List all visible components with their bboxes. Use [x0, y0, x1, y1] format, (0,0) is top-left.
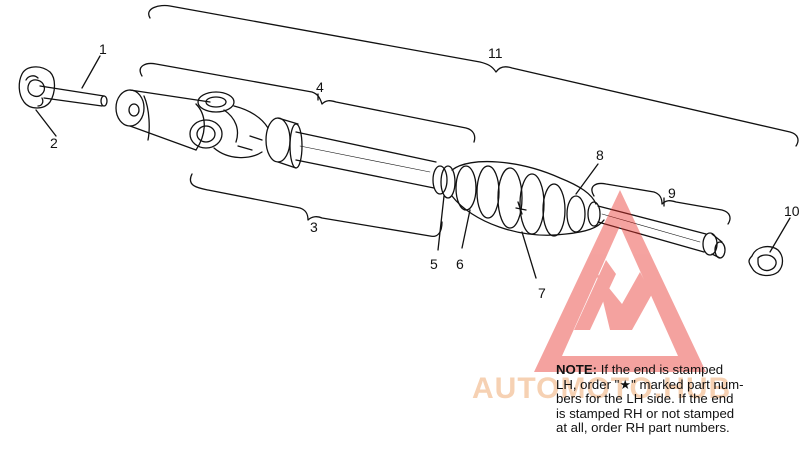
joint-housing-part-4: [115, 89, 303, 169]
callout-10: 10: [784, 203, 800, 219]
bracket-4: [139, 62, 476, 143]
callout-2: 2: [50, 135, 58, 151]
note-label: NOTE:: [556, 362, 598, 377]
bracket-9: [591, 182, 731, 225]
lh-rh-note: NOTE: If the end is stamped LH, order "★…: [556, 362, 792, 436]
bracket-11: [148, 4, 799, 147]
clip-part-2: [18, 66, 56, 109]
shaft-part-3: [295, 131, 437, 189]
watermark-text: AUTOMOTO.HUB: [472, 372, 732, 405]
callout-4: 4: [316, 79, 324, 95]
bracket-3: [189, 173, 443, 238]
callout-8: 8: [596, 147, 604, 163]
leader-7: [521, 231, 537, 279]
callout-7: 7: [538, 285, 546, 301]
callout-1: 1: [99, 41, 107, 57]
note-line-2: LH, order "★" marked part num-: [556, 376, 744, 392]
pin-part-1: [39, 85, 108, 107]
leader-10: [769, 217, 791, 253]
ring-part-10: [748, 245, 784, 277]
leader-5: [437, 195, 445, 251]
callout-6: 6: [456, 256, 464, 272]
clamp-part-5: [432, 165, 456, 199]
stub-shaft-part-9: [597, 205, 726, 259]
callout-11: 11: [488, 45, 503, 61]
note-line-4: is stamped RH or not stamped: [556, 405, 735, 421]
callout-5: 5: [430, 256, 438, 272]
leader-8: [575, 163, 599, 195]
watermark-logo: [534, 190, 706, 372]
note-line-5: at all, order RH part numbers.: [556, 420, 730, 435]
leader-2: [35, 109, 57, 137]
boot-part-7: [451, 161, 605, 237]
note-line-3: bers for the LH side. If the end: [556, 391, 734, 406]
note-line-1: If the end is stamped: [600, 362, 724, 377]
callout-9: 9: [668, 185, 676, 201]
callout-3: 3: [310, 219, 318, 235]
leader-6: [461, 209, 471, 249]
leader-1: [81, 55, 101, 89]
